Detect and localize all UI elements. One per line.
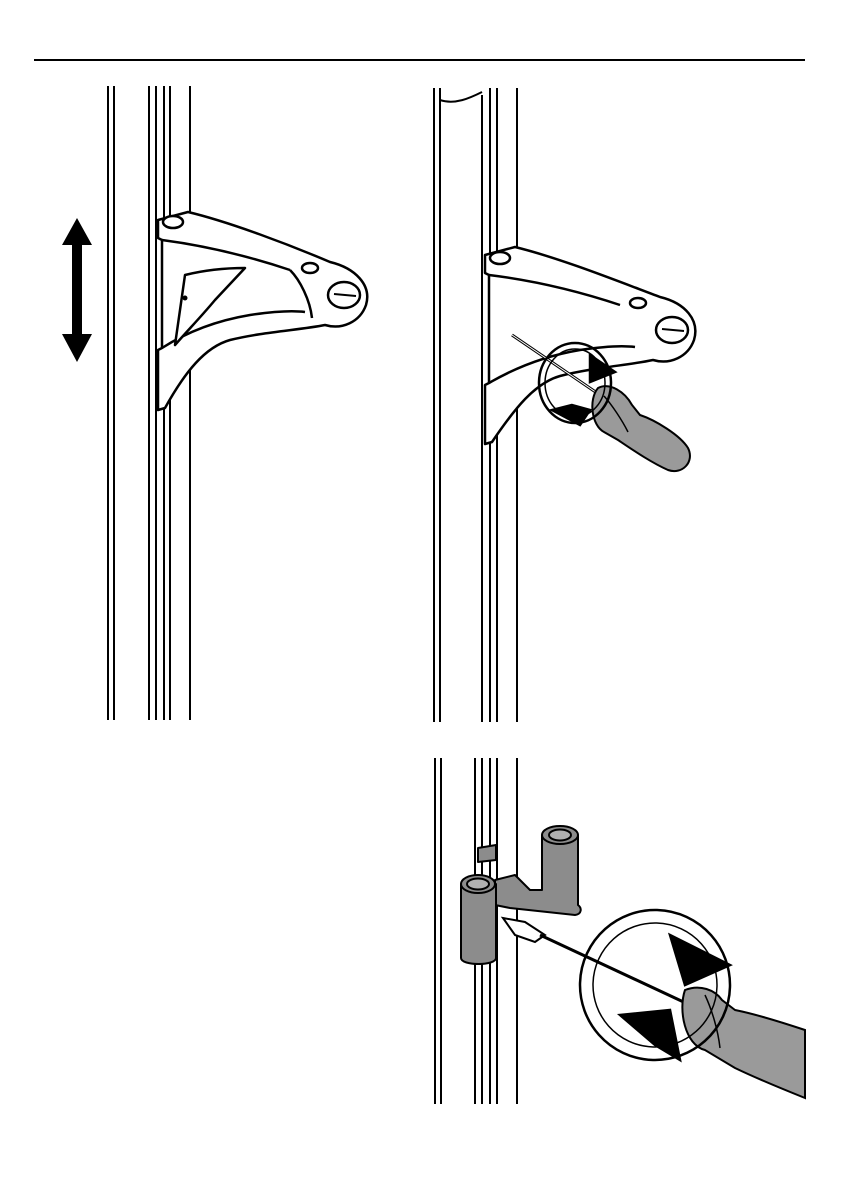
screwdriver-icon	[503, 918, 805, 1098]
hinge-bracket	[461, 826, 581, 964]
figure-tighten-hinge-screw	[420, 750, 841, 1110]
figure-tighten-bracket-screw	[420, 80, 750, 730]
vertical-double-arrow-icon	[62, 218, 92, 362]
vertical-rail	[108, 86, 190, 720]
header-rule	[34, 59, 805, 61]
figure-adjust-height	[40, 80, 400, 730]
